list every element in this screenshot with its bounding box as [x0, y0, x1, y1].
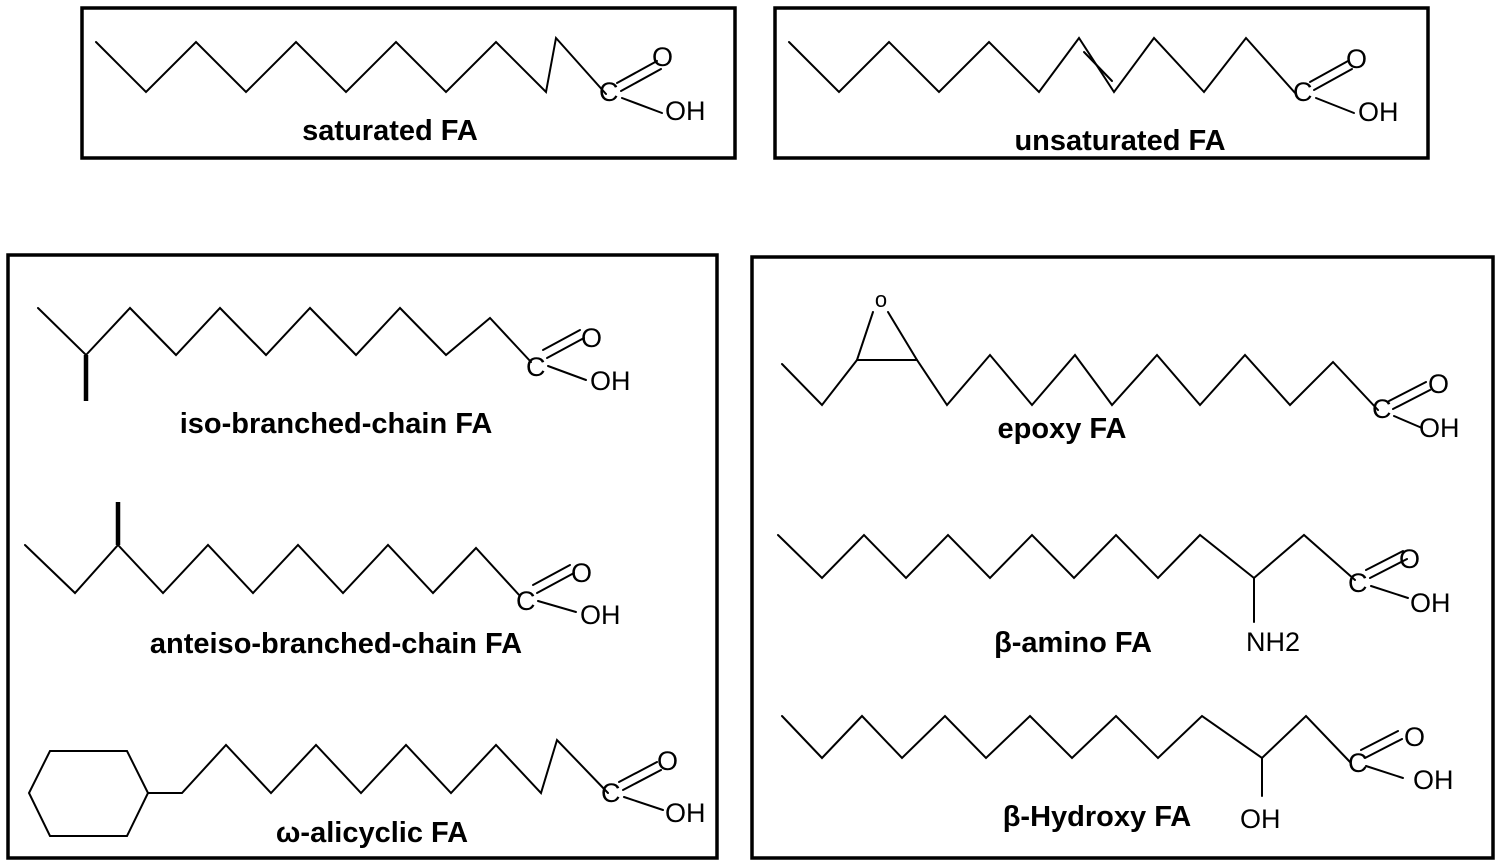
epoxy-carbonyl-bond-b	[1392, 389, 1431, 410]
iso-branched-fa-label: iso-branched-chain FA	[180, 408, 493, 440]
saturated-carbonyl-bond-b	[620, 68, 662, 92]
hydroxy-carboxyl-carbon: C	[1348, 748, 1368, 778]
hydroxy-carbonyl-bond-a	[1360, 730, 1399, 751]
saturated-hydroxyl-group: OH	[665, 96, 706, 126]
iso-hydroxyl-bond	[547, 365, 587, 381]
alicyclic-carbonyl-oxygen: O	[657, 746, 678, 776]
iso-carbonyl-bond-b	[546, 337, 585, 359]
iso-hydroxyl-group: OH	[590, 366, 631, 396]
iso-branched-fa-structure: O C OH iso-branched-chain FA	[37, 306, 631, 440]
amino-fa-structure: NH2 O C OH β-amino FA	[777, 533, 1451, 659]
unsaturated-carbonyl-bond-a	[1309, 60, 1349, 83]
anteiso-carbon-chain	[24, 543, 521, 597]
branched-alicyclic-fa-panel	[6, 253, 719, 860]
hydroxy-carbonyl-oxygen: O	[1404, 722, 1425, 752]
epoxide-oxygen: o	[875, 287, 887, 312]
saturated-carbonyl-oxygen: O	[652, 42, 673, 72]
saturated-carboxyl-carbon: C	[599, 77, 619, 107]
unsaturated-fa-panel	[773, 6, 1430, 160]
amino-carbonyl-oxygen: O	[1399, 544, 1420, 574]
epoxy-carbonyl-oxygen: O	[1428, 369, 1449, 399]
hydroxy-carbon-chain	[781, 714, 1351, 763]
amino-hydroxyl-bond	[1370, 585, 1409, 599]
saturated-carbonyl-bond-a	[616, 60, 658, 84]
alicyclic-carbonyl-bond-a	[618, 761, 658, 783]
epoxide-bond-left	[856, 311, 874, 361]
unsaturated-fa-label: unsaturated FA	[1014, 125, 1225, 157]
alicyclic-fa-label: ω-alicyclic FA	[276, 817, 468, 849]
iso-carbon-chain	[37, 306, 532, 363]
alicyclic-carbon-chain	[147, 738, 609, 795]
saturated-hydroxyl-bond	[621, 97, 663, 114]
iso-carbonyl-bond-a	[542, 329, 581, 351]
iso-carboxyl-carbon: C	[526, 352, 546, 382]
anteiso-branched-fa-label: anteiso-branched-chain FA	[150, 628, 522, 660]
substituted-fa-panel	[750, 255, 1495, 860]
epoxy-carbon-chain	[781, 353, 1379, 411]
unsaturated-hydroxyl-group: OH	[1358, 97, 1399, 127]
alicyclic-fa-structure: O C OH ω-alicyclic FA	[27, 738, 706, 849]
anteiso-carbonyl-bond-a	[532, 564, 571, 586]
amino-hydroxyl-group: OH	[1410, 588, 1451, 618]
saturated-fa-structure: O C OH saturated FA	[95, 35, 706, 147]
saturated-fa-panel	[80, 6, 737, 160]
epoxy-carbonyl-bond-a	[1388, 381, 1427, 402]
unsaturated-hydroxyl-bond	[1315, 97, 1355, 114]
epoxy-hydroxyl-group: OH	[1419, 413, 1460, 443]
unsaturated-carbonyl-bond-b	[1313, 68, 1353, 91]
unsaturated-carbonyl-oxygen: O	[1346, 44, 1367, 74]
hydroxy-carbonyl-bond-b	[1364, 738, 1403, 759]
anteiso-carbonyl-bond-b	[536, 572, 575, 594]
alicyclic-carbonyl-bond-b	[622, 769, 662, 791]
unsaturated-fa-structure: O C OH unsaturated FA	[788, 36, 1399, 157]
anteiso-hydroxyl-group: OH	[580, 600, 621, 630]
amino-carbon-chain	[777, 533, 1356, 581]
hydroxy-fa-structure: OH O C OH β-Hydroxy FA	[781, 714, 1454, 834]
anteiso-carboxyl-carbon: C	[516, 586, 536, 616]
epoxy-fa-structure: o O C OH epoxy FA	[781, 287, 1460, 445]
saturated-fa-label: saturated FA	[302, 115, 478, 147]
unsaturated-carboxyl-carbon: C	[1293, 77, 1313, 107]
hydroxy-hydroxyl-group: OH	[1413, 765, 1454, 795]
saturated-carbon-chain	[95, 35, 607, 95]
epoxy-hydroxyl-bond	[1393, 415, 1423, 429]
unsaturated-cis-double-bond	[1083, 51, 1113, 82]
alicyclic-carboxyl-carbon: C	[601, 778, 621, 808]
anteiso-branched-fa-structure: O C OH anteiso-branched-chain FA	[24, 502, 621, 660]
anteiso-hydroxyl-bond	[537, 600, 577, 613]
cyclohexyl-ring	[27, 750, 150, 837]
hydroxy-hydroxyl-bond	[1365, 765, 1404, 779]
epoxy-fa-label: epoxy FA	[998, 413, 1127, 445]
hydroxy-substituent-group: OH	[1240, 804, 1281, 834]
amino-carboxyl-carbon: C	[1348, 568, 1368, 598]
alicyclic-hydroxyl-bond	[623, 796, 664, 811]
iso-carbonyl-oxygen: O	[581, 323, 602, 353]
unsaturated-carbon-chain	[788, 36, 1297, 95]
amino-carbonyl-bond-b	[1369, 558, 1408, 579]
amino-fa-label: β-amino FA	[994, 627, 1152, 659]
amino-carbonyl-bond-a	[1365, 550, 1404, 571]
epoxide-bond-right	[887, 311, 918, 361]
alicyclic-hydroxyl-group: OH	[665, 798, 706, 828]
amino-substituent-group: NH2	[1246, 627, 1300, 657]
anteiso-carbonyl-oxygen: O	[571, 558, 592, 588]
epoxy-carboxyl-carbon: C	[1372, 394, 1392, 424]
hydroxy-fa-label: β-Hydroxy FA	[1003, 801, 1192, 833]
